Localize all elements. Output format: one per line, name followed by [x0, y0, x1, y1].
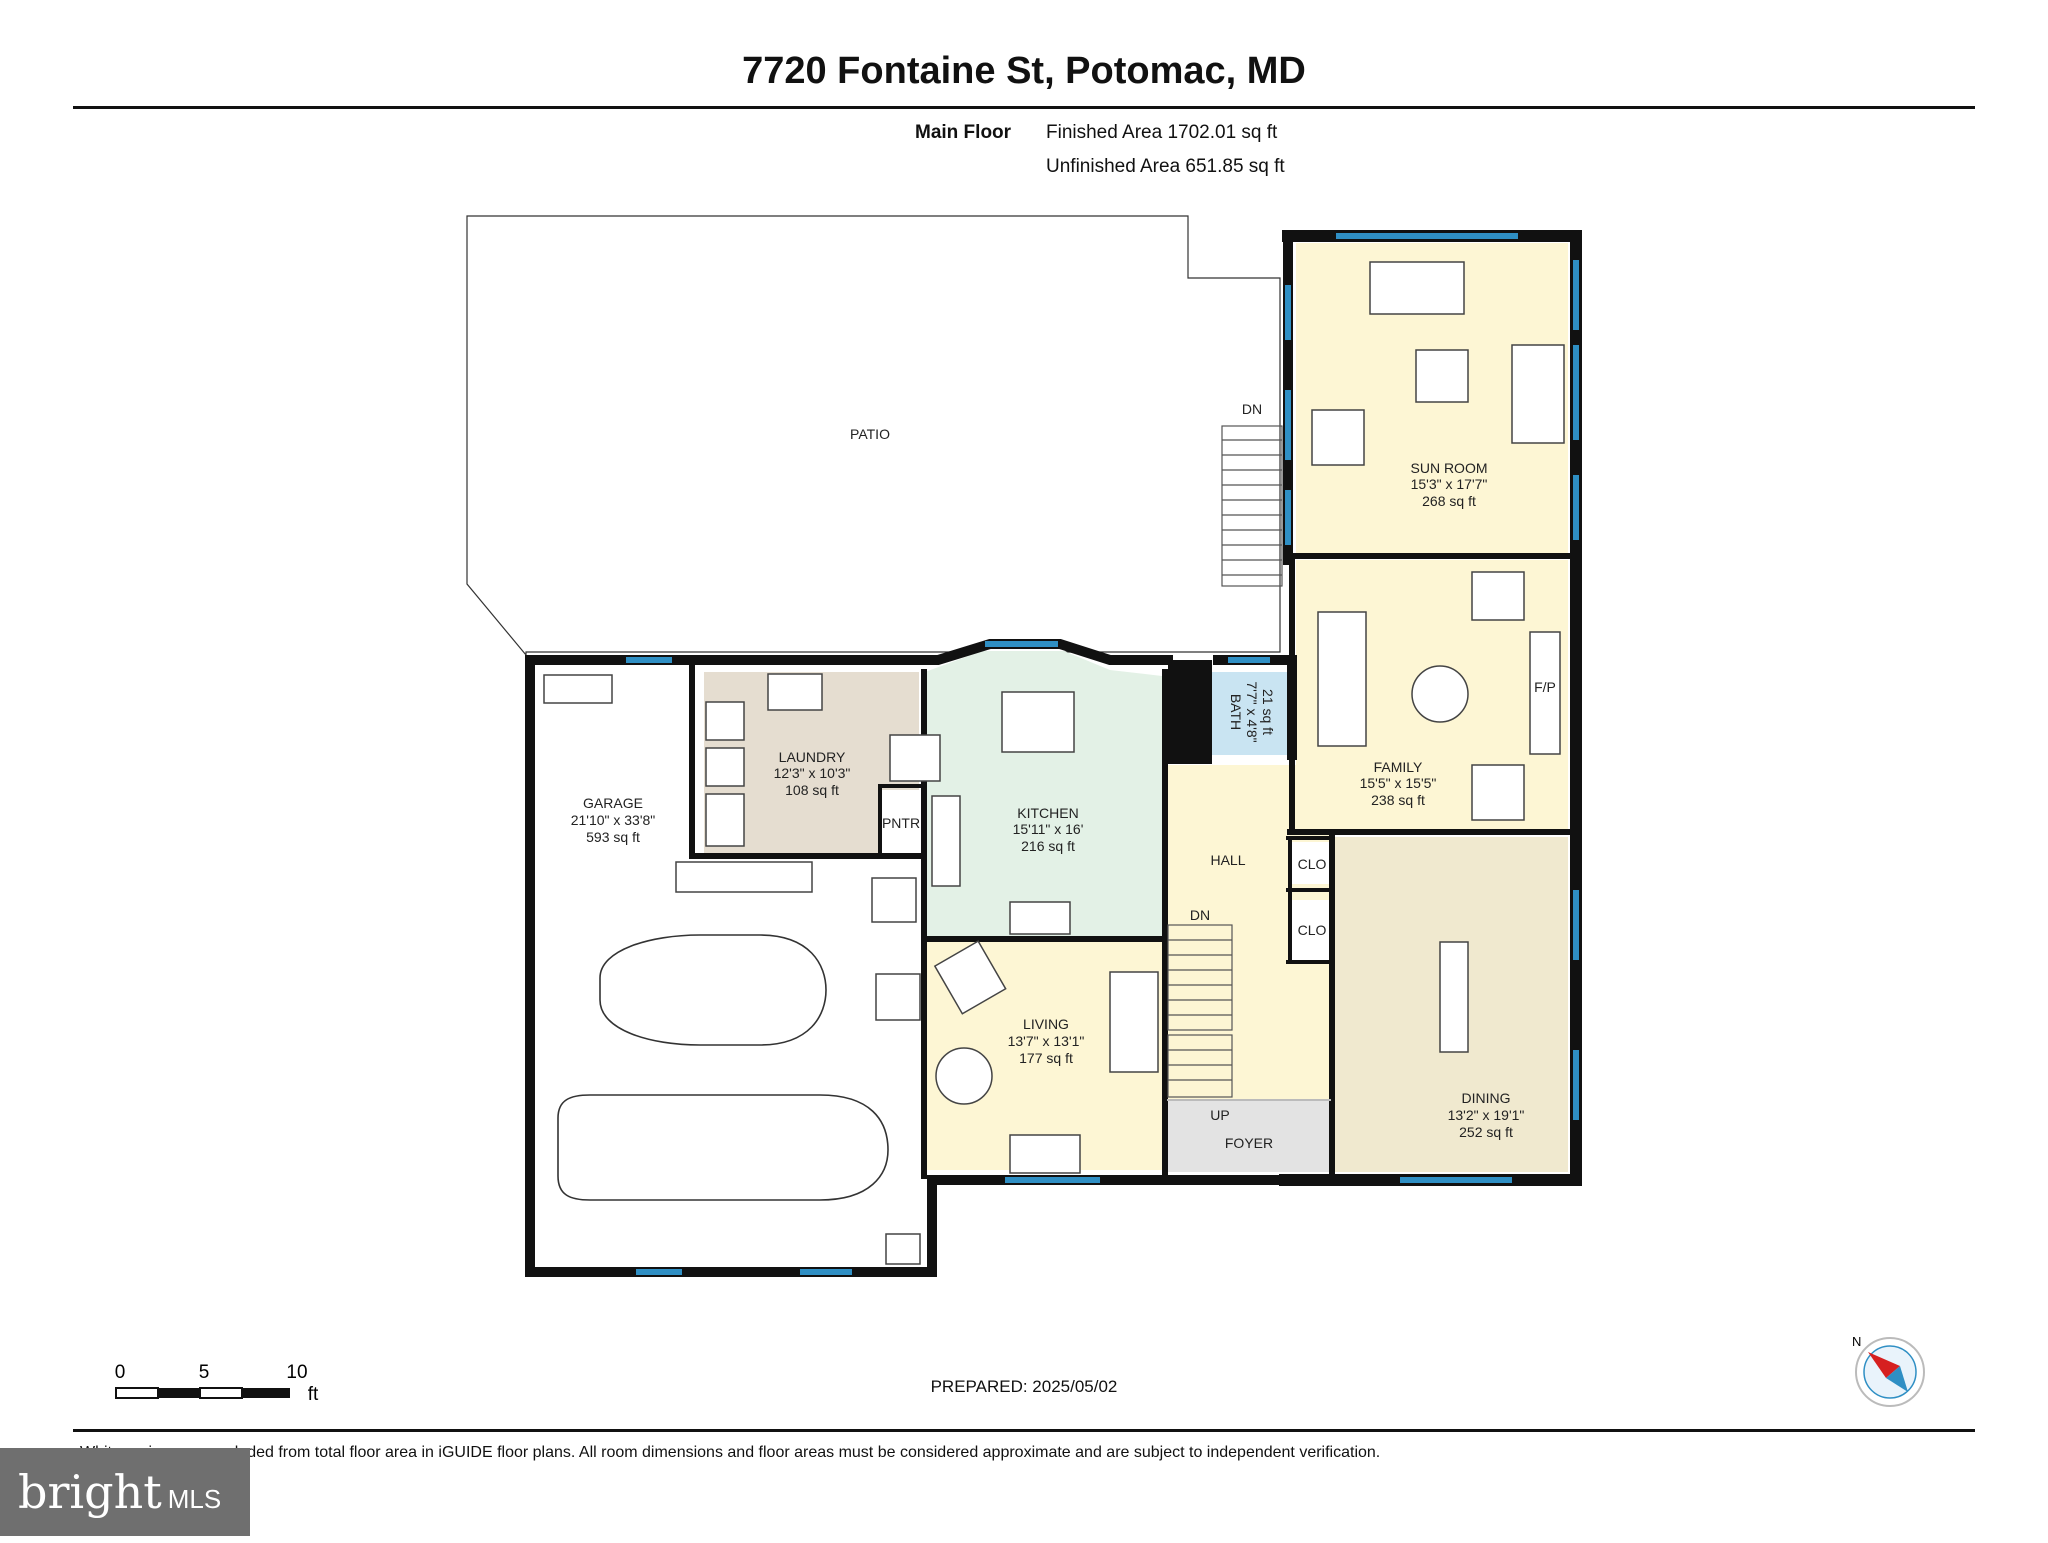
foyer-fill [1167, 1100, 1329, 1172]
scale-five: 5 [199, 1362, 210, 1383]
top-rule [73, 106, 1975, 109]
patio-area [466, 215, 1281, 657]
pantry-fill [882, 790, 920, 854]
dining-dims: 13'2" x 19'1" [1448, 1107, 1525, 1123]
closet1-fill [1292, 842, 1330, 884]
finished-area: Finished Area 1702.01 sq ft [1046, 122, 1278, 143]
garage-label: GARAGE [583, 795, 643, 811]
patio-label: PATIO [850, 426, 890, 442]
stairs-hall [1167, 924, 1233, 1098]
logo-suffix: MLS [167, 1484, 222, 1514]
foyer-label: FOYER [1225, 1135, 1273, 1151]
floor-name: Main Floor [915, 122, 1012, 143]
family-label: FAMILY [1374, 759, 1423, 775]
laundry-area: 108 sq ft [785, 782, 839, 798]
bath-fill [1212, 672, 1290, 755]
prepared-date: PREPARED: 2025/05/02 [930, 1377, 1118, 1396]
compass-north-label: N [1852, 1334, 1861, 1349]
pantry-label: PNTR [882, 815, 920, 831]
scale-unit: ft [308, 1384, 319, 1405]
closet2-fill [1292, 900, 1330, 960]
disclaimer-text: White regions are excluded from total fl… [80, 1444, 1381, 1461]
compass-icon [1855, 1337, 1925, 1407]
living-dims: 13'7" x 13'1" [1008, 1033, 1085, 1049]
scale-ten: 10 [286, 1362, 307, 1383]
kitchen-fill [925, 651, 1162, 937]
bath-label: BATH [1228, 694, 1244, 730]
logo-brand: bright [18, 1465, 162, 1519]
hall-label: HALL [1210, 852, 1245, 868]
bath-text-group: BATH 7'7" x 4'8" 21 sq ft [1228, 681, 1276, 742]
closet2-label: CLO [1298, 922, 1327, 938]
bath-dims: 7'7" x 4'8" [1244, 681, 1260, 742]
kitchen-dims: 15'11" x 16' [1013, 821, 1084, 837]
plan-title: 7720 Fontaine St, Potomac, MD [742, 50, 1306, 92]
sunroom-label: SUN ROOM [1411, 460, 1488, 476]
closet1-label: CLO [1298, 856, 1327, 872]
family-area: 238 sq ft [1371, 792, 1425, 808]
fireplace-label: F/P [1534, 679, 1556, 695]
stairs-patio [1221, 425, 1283, 587]
laundry-dims: 12'3" x 10'3" [774, 765, 851, 781]
sunroom-area: 268 sq ft [1422, 493, 1476, 509]
furniture [543, 261, 1565, 1265]
dining-area: 252 sq ft [1459, 1124, 1513, 1140]
up-foyer-label: UP [1210, 1107, 1229, 1123]
garage-dims: 21'10" x 33'8" [571, 812, 656, 828]
kitchen-label: KITCHEN [1017, 805, 1078, 821]
car-outlines [557, 934, 889, 1201]
kitchen-area: 216 sq ft [1021, 838, 1075, 854]
dn-hall-label: DN [1190, 907, 1210, 923]
windows [626, 233, 1579, 1275]
dining-label: DINING [1462, 1090, 1511, 1106]
laundry-label: LAUNDRY [779, 749, 846, 765]
unfinished-area: Unfinished Area 651.85 sq ft [1046, 156, 1285, 177]
living-area: 177 sq ft [1019, 1050, 1073, 1066]
garage-area: 593 sq ft [586, 829, 640, 845]
living-label: LIVING [1023, 1016, 1069, 1032]
bath-area: 21 sq ft [1260, 689, 1276, 735]
family-dims: 15'5" x 15'5" [1360, 775, 1437, 791]
bottom-rule [73, 1429, 1975, 1432]
scale-zero: 0 [115, 1362, 126, 1383]
sunroom-dims: 15'3" x 17'7" [1411, 476, 1488, 492]
dn-patio-label: DN [1242, 401, 1262, 417]
scale-bar [115, 1387, 290, 1399]
